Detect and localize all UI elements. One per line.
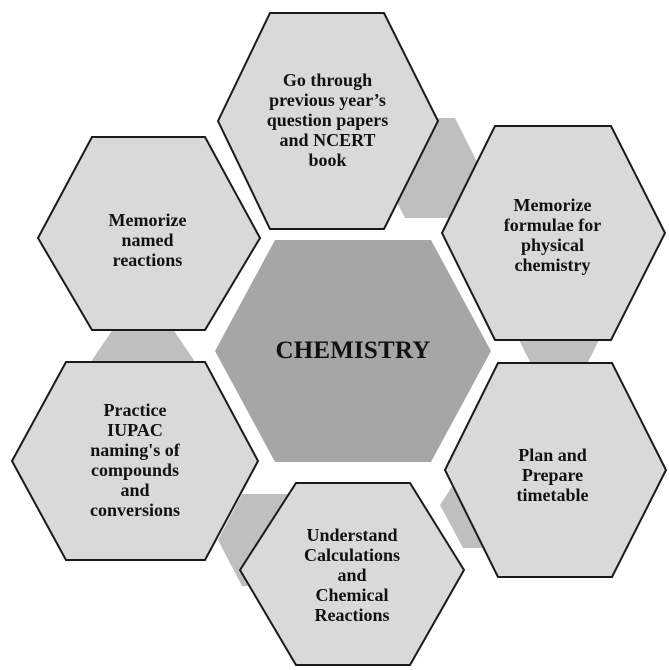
center-label: CHEMISTRY xyxy=(275,337,431,364)
label-top: Go through previous year’s question pape… xyxy=(266,69,389,171)
hex-lower-right xyxy=(443,362,668,578)
hex-upper-right xyxy=(440,125,667,341)
label-bottom: Understand Calculations and Chemical Rea… xyxy=(303,524,400,626)
hex-upper-left xyxy=(36,136,262,331)
label-upper-right: Memorize formulae for physical chemistry xyxy=(503,194,602,276)
label-lower-left: Practice IUPAC naming's of compounds and… xyxy=(90,399,180,521)
label-upper-left: Memorize named reactions xyxy=(108,209,187,271)
hex-bottom xyxy=(238,482,466,666)
hex-lower-left xyxy=(10,361,260,561)
label-lower-right: Plan and Prepare timetable xyxy=(516,444,589,506)
hex-center xyxy=(215,240,491,462)
hex-top xyxy=(216,12,440,230)
